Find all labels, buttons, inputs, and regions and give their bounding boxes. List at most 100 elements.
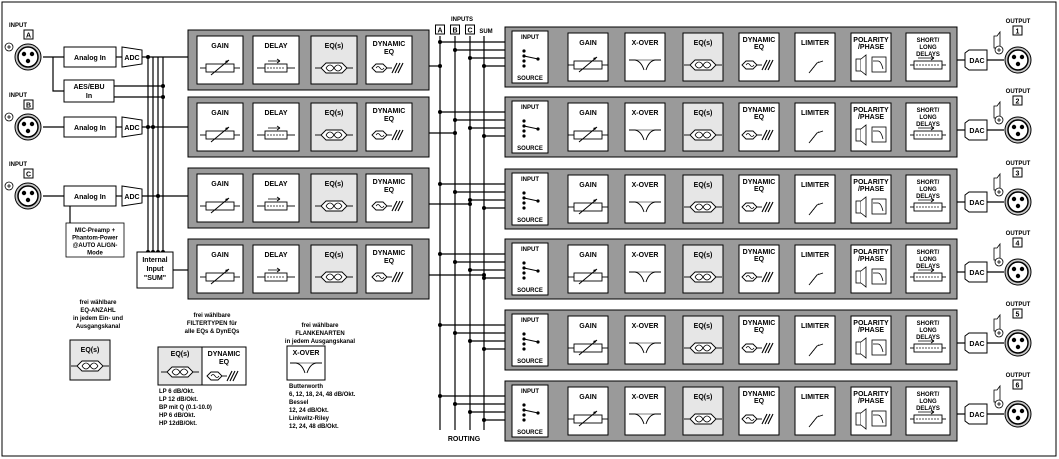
routing-letter-C-label: C bbox=[467, 28, 472, 35]
x-over-module bbox=[624, 102, 666, 152]
dynamic-eq-label: EQ bbox=[754, 44, 765, 51]
junction-dot bbox=[156, 194, 160, 198]
analog-in-C-label: Analog In bbox=[74, 194, 106, 201]
gain-module bbox=[567, 102, 609, 152]
short-long-delays-module bbox=[905, 32, 951, 82]
dac-5 bbox=[964, 332, 988, 354]
eq-module bbox=[682, 386, 724, 436]
limiter-label: LIMITER bbox=[801, 182, 829, 189]
xlr-output-2-pin bbox=[1019, 124, 1025, 130]
dynamic-eq-label: EQ bbox=[384, 49, 395, 56]
short-long-delays-label: DELAYS bbox=[916, 52, 940, 58]
xlr-output-3-pin bbox=[1019, 196, 1025, 202]
limiter-module bbox=[794, 102, 836, 152]
legend-eq-label: EQ(s) bbox=[81, 347, 100, 354]
gain-module bbox=[567, 32, 609, 82]
short-long-delays-label: DELAYS bbox=[916, 264, 940, 270]
gain-label: GAIN bbox=[579, 40, 597, 47]
dynamic-eq-label: EQ bbox=[384, 116, 395, 123]
gain-label: GAIN bbox=[579, 182, 597, 189]
xlr-input-C-screw-mark bbox=[7, 184, 11, 188]
xlr-output-3-pin bbox=[1015, 203, 1021, 209]
dynamic-eq-label: DYNAMIC bbox=[743, 249, 776, 256]
output-title: OUTPUT bbox=[1006, 89, 1031, 95]
limiter-label: LIMITER bbox=[801, 252, 829, 259]
input-letter-C-label: C bbox=[26, 172, 31, 179]
junction-dot bbox=[438, 40, 442, 44]
junction-dot bbox=[453, 48, 457, 52]
xlr-output-3-screw-mark bbox=[997, 190, 1001, 194]
delay-label: DELAY bbox=[264, 43, 287, 50]
xlr-output-1-pin bbox=[1015, 61, 1021, 67]
delay-module bbox=[252, 244, 300, 294]
filter-type: LP 12 dB/Okt. bbox=[159, 397, 198, 403]
legend-dynamic-eq-label: EQ bbox=[219, 359, 230, 366]
junction-dot bbox=[438, 182, 442, 186]
junction-dot bbox=[453, 402, 457, 406]
junction-dot bbox=[146, 125, 150, 129]
dynamic-eq-label: DYNAMIC bbox=[743, 391, 776, 398]
analog-in-A-label: Analog In bbox=[74, 55, 106, 62]
eq-module bbox=[682, 174, 724, 224]
eq-label: EQ(s) bbox=[325, 252, 344, 259]
filter-note: alle EQs & DynEQs bbox=[185, 329, 240, 335]
output-title: OUTPUT bbox=[1006, 19, 1031, 25]
dynamic-eq-label: EQ bbox=[384, 187, 395, 194]
eq-module bbox=[682, 102, 724, 152]
flank-type: Butterworth bbox=[289, 384, 323, 390]
routing-letter-A-label: A bbox=[437, 28, 442, 35]
inputs-header: INPUTS bbox=[451, 17, 473, 23]
filter-note: frei wählbare bbox=[193, 313, 231, 319]
gain-module bbox=[196, 173, 244, 223]
output-number-2 bbox=[1012, 95, 1023, 106]
short-long-delays-label: LONG bbox=[919, 187, 937, 193]
xlr-input-C-face bbox=[17, 185, 39, 207]
delay-module bbox=[252, 173, 300, 223]
flank-type: 6, 12, 18, 24, 48 dB/Okt. bbox=[289, 392, 356, 398]
junction-dot bbox=[482, 276, 486, 280]
dynamic-eq-label: EQ bbox=[754, 327, 765, 334]
xlr-input-B-screw-mark bbox=[7, 115, 11, 119]
input-source-label: INPUT bbox=[521, 105, 539, 111]
mic-preamp-label: MIC-Preamp + bbox=[75, 228, 116, 234]
junction-dot bbox=[438, 110, 442, 114]
polarity-phase-label: POLARITY bbox=[853, 391, 889, 398]
xlr-input-A-pin bbox=[21, 51, 27, 57]
eq-note: EQ-ANZAHL bbox=[80, 308, 116, 314]
legend-eq-module bbox=[69, 339, 111, 381]
eq-label: EQ(s) bbox=[694, 182, 713, 189]
xlr-output-4-screw-mark bbox=[997, 260, 1001, 264]
x-over-label: X-OVER bbox=[632, 323, 659, 330]
filter-type: HP 12dB/Okt. bbox=[159, 421, 197, 427]
eq-module bbox=[682, 315, 724, 365]
output-number-5-label: 5 bbox=[1016, 312, 1020, 319]
delay-label: DELAY bbox=[264, 181, 287, 188]
xlr-input-A-pin bbox=[25, 58, 31, 64]
xlr-input-A-pin bbox=[29, 51, 35, 57]
short-long-delays-label: DELAYS bbox=[916, 406, 940, 412]
eq-label: EQ(s) bbox=[694, 252, 713, 259]
input-letter-C bbox=[23, 168, 34, 179]
dynamic-eq-module bbox=[365, 173, 413, 223]
short-long-delays-label: SHORT/ bbox=[917, 180, 940, 186]
polarity-phase-label: /PHASE bbox=[858, 256, 884, 263]
short-long-delays-label: SHORT/ bbox=[917, 250, 940, 256]
legend-filter-eq-label: EQ(s) bbox=[171, 351, 190, 358]
routing-letter-B bbox=[450, 24, 460, 35]
dynamic-eq-module bbox=[738, 102, 780, 152]
polarity-phase-label: POLARITY bbox=[853, 37, 889, 44]
delay-module bbox=[252, 102, 300, 152]
short-long-delays-label: SHORT/ bbox=[917, 321, 940, 327]
dynamic-eq-module bbox=[738, 32, 780, 82]
polarity-phase-label: /PHASE bbox=[858, 327, 884, 334]
x-over-module bbox=[624, 244, 666, 294]
limiter-module bbox=[794, 315, 836, 365]
flank-type: Bessel bbox=[289, 400, 309, 406]
gain-module bbox=[567, 386, 609, 436]
junction-dot bbox=[482, 347, 486, 351]
limiter-module bbox=[794, 244, 836, 294]
eq-note: frei wählbare bbox=[79, 300, 117, 306]
dac-2 bbox=[964, 119, 988, 141]
internal-input-label: Internal bbox=[142, 257, 167, 264]
